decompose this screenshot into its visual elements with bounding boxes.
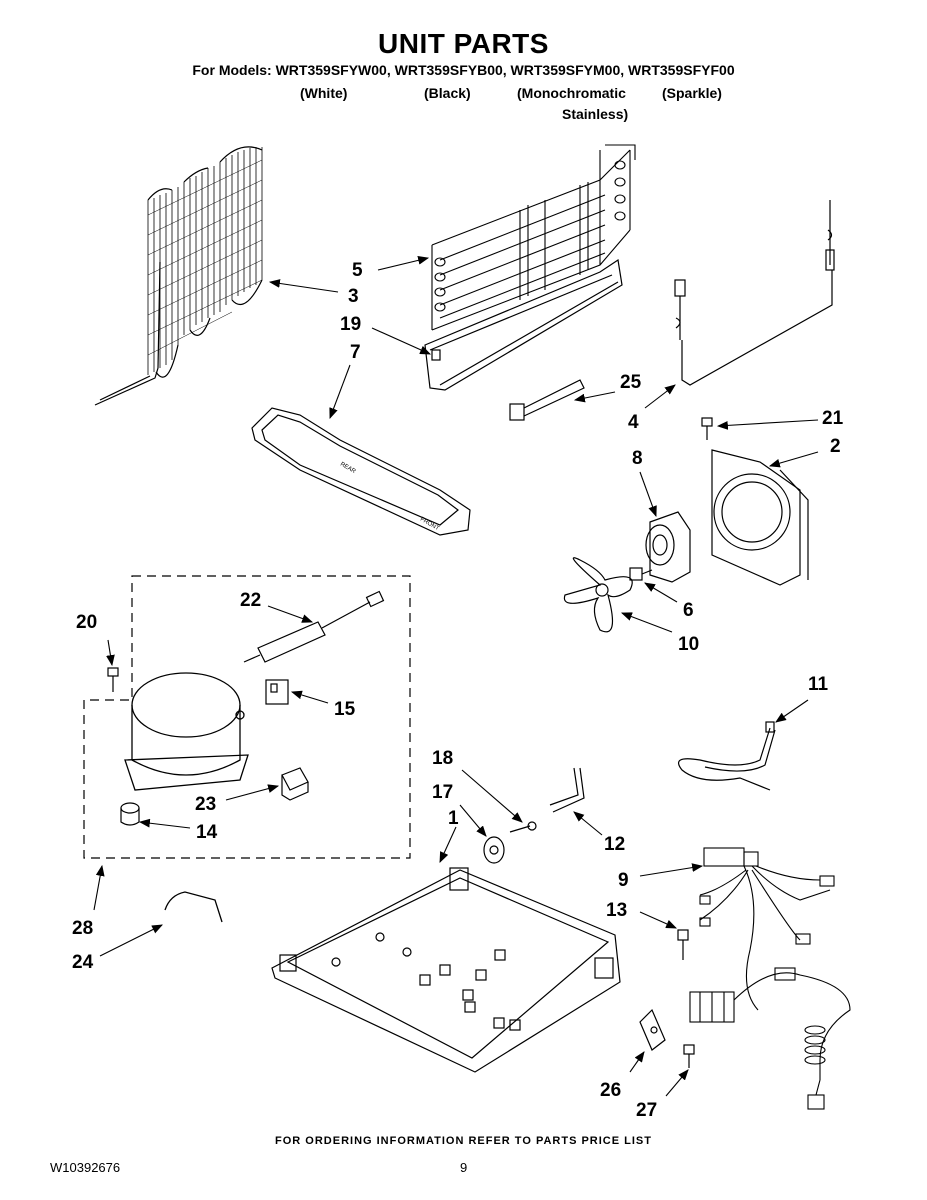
variant-stainless: Stainless) xyxy=(562,106,629,122)
variant-white: (White) xyxy=(300,85,348,101)
callout-15: 15 xyxy=(334,699,356,720)
callout-21: 21 xyxy=(822,408,844,429)
defrost-thermostat xyxy=(674,200,835,386)
callout-8: 8 xyxy=(632,448,643,469)
callout-20: 20 xyxy=(76,612,97,633)
callout-11: 11 xyxy=(808,674,829,695)
evaporator xyxy=(431,144,636,331)
drain-tray-rear-text: REAR xyxy=(339,462,357,476)
callout-17: 17 xyxy=(432,782,453,803)
evaporator-drain-channel xyxy=(424,258,623,391)
screw-13 xyxy=(677,929,689,960)
callout-5: 5 xyxy=(352,260,363,281)
ordering-info: FOR ORDERING INFORMATION REFER TO PARTS … xyxy=(275,1135,652,1147)
variant-black: (Black) xyxy=(424,85,471,101)
callout-25: 25 xyxy=(620,372,642,393)
overload xyxy=(281,767,309,801)
callout-2: 2 xyxy=(830,436,841,457)
callout-27: 27 xyxy=(636,1100,657,1121)
document-number: W10392676 xyxy=(50,1160,121,1175)
callout-3: 3 xyxy=(348,286,359,307)
callout-23: 23 xyxy=(195,794,216,815)
page-number: 9 xyxy=(460,1160,468,1175)
compressor-assembly-boundary xyxy=(83,575,411,859)
page-title: UNIT PARTS xyxy=(378,28,549,59)
fan-shroud xyxy=(711,449,809,586)
roller xyxy=(483,836,505,864)
callout-13: 13 xyxy=(606,900,627,921)
start-relay xyxy=(265,679,289,705)
axle xyxy=(509,821,537,833)
wire-harness xyxy=(689,847,851,1110)
evaporator-fan-motor xyxy=(645,511,691,583)
variant-sparkle: (Sparkle) xyxy=(662,85,722,101)
variant-monochromatic: (Monochromatic xyxy=(517,85,626,101)
callout-6: 6 xyxy=(683,600,694,621)
callout-7: 7 xyxy=(350,342,361,363)
callout-19: 19 xyxy=(340,314,361,335)
tube-bracket xyxy=(549,767,585,813)
callout-28: 28 xyxy=(72,918,93,939)
compressor xyxy=(124,672,249,791)
bracket-26 xyxy=(639,1008,666,1051)
clip xyxy=(164,891,223,923)
leader-lines xyxy=(93,256,819,1097)
screw-27 xyxy=(683,1044,695,1068)
callout-26: 26 xyxy=(600,1080,621,1101)
models-line: For Models: WRT359SFYW00, WRT359SFYB00, … xyxy=(192,62,735,78)
callout-22: 22 xyxy=(240,590,261,611)
callout-9: 9 xyxy=(618,870,629,891)
callout-14: 14 xyxy=(196,822,218,843)
callout-1: 1 xyxy=(448,808,459,829)
drain-tray: FRONT REAR xyxy=(251,407,471,536)
screw-20 xyxy=(107,667,119,692)
callout-4: 4 xyxy=(628,412,639,433)
callout-18: 18 xyxy=(432,748,453,769)
callout-12: 12 xyxy=(604,834,625,855)
fan-blade xyxy=(563,557,633,633)
callout-24: 24 xyxy=(72,952,94,973)
drain-tube xyxy=(678,721,776,791)
grommet xyxy=(120,802,140,826)
filter-drier xyxy=(243,590,385,663)
screw-21 xyxy=(701,417,713,440)
cable-tie xyxy=(509,379,585,421)
callout-10: 10 xyxy=(678,634,699,655)
condenser-coil xyxy=(94,146,263,406)
callout-numbers: 5 3 19 7 25 4 21 2 8 6 10 22 20 15 23 14… xyxy=(72,260,844,1121)
fan-nut xyxy=(629,567,653,581)
unit-base xyxy=(271,867,621,1073)
